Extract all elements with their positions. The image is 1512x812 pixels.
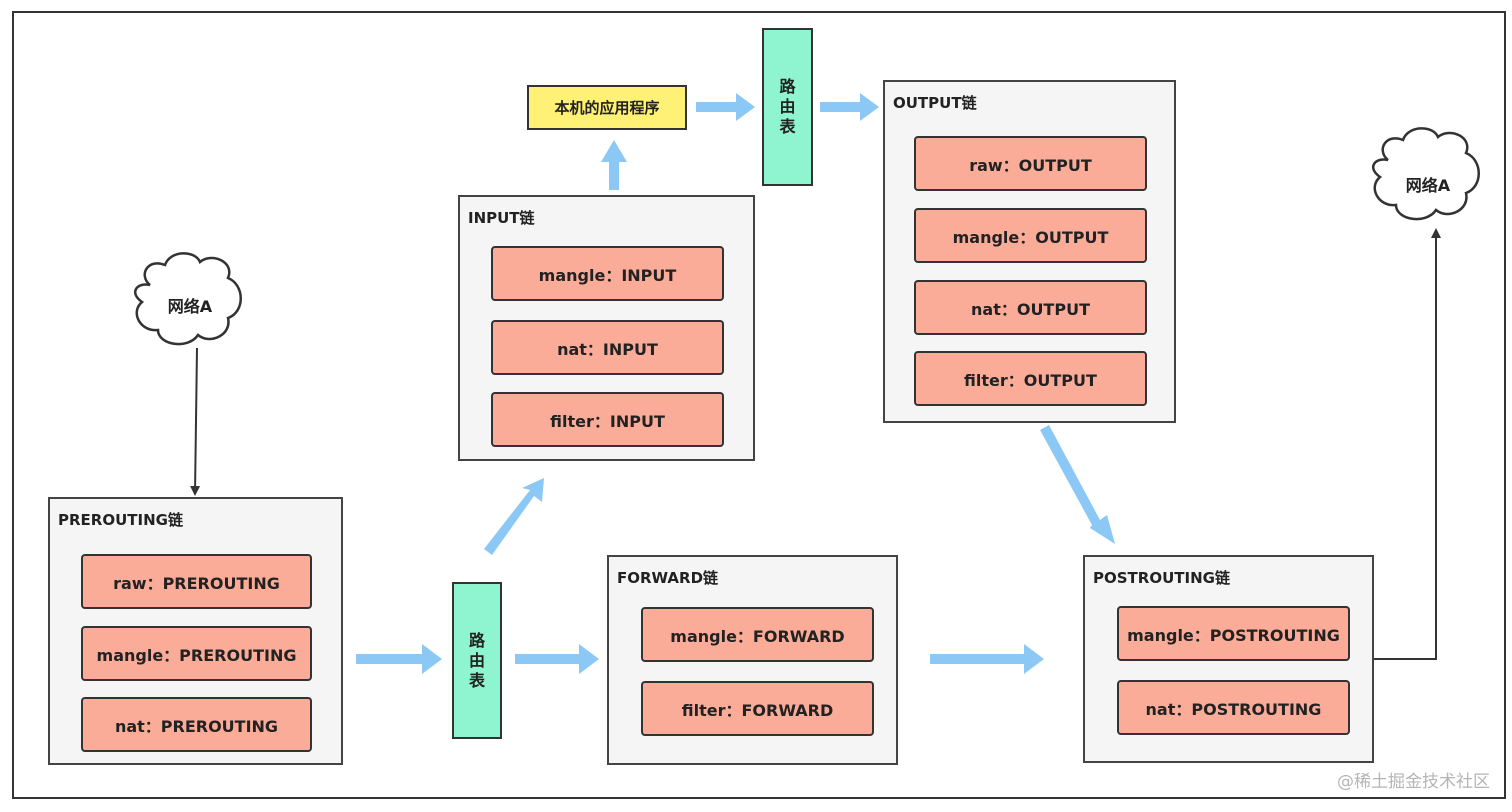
network-out-label: 网络A (1405, 176, 1451, 195)
cloud-icon-in (133, 252, 242, 346)
table-raw-output: raw：OUTPUT (914, 136, 1147, 191)
route-char: 由 (468, 650, 485, 670)
arrow-output-to-postrouting (1040, 425, 1115, 544)
route-char: 表 (779, 117, 796, 136)
arrow-app-to-route (696, 93, 755, 121)
chain-title: INPUT链 (468, 209, 535, 227)
table-filter-output: filter：OUTPUT (914, 351, 1147, 406)
routing-table-top: 路 由 表 (762, 28, 813, 186)
cloud-icon-out (1371, 127, 1480, 221)
prerouting-chain: PREROUTING链 raw：PREROUTING mangle：PREROU… (48, 497, 343, 765)
input-chain: INPUT链 mangle：INPUT nat：INPUT filter：INP… (458, 195, 755, 461)
chain-title: PREROUTING链 (58, 511, 183, 529)
arrow-route-to-input (484, 478, 544, 555)
arrow-postrouting-to-network (1374, 228, 1441, 660)
table-filter-forward: filter：FORWARD (641, 681, 874, 736)
table-mangle-forward: mangle：FORWARD (641, 607, 874, 662)
routing-table-bottom: 路 由 表 (452, 582, 502, 739)
arrow-input-to-app (601, 140, 627, 190)
route-char: 由 (779, 97, 796, 116)
table-nat-input: nat：INPUT (491, 320, 724, 375)
chain-title: POSTROUTING链 (1093, 569, 1230, 587)
table-mangle-output: mangle：OUTPUT (914, 208, 1147, 263)
watermark: @稀土掘金技术社区 (1337, 772, 1490, 792)
arrow-route-to-forward (515, 644, 599, 674)
table-nat-output: nat：OUTPUT (914, 280, 1147, 335)
route-char: 表 (468, 670, 485, 690)
forward-chain: FORWARD链 mangle：FORWARD filter：FORWARD (607, 555, 898, 765)
flow-arrows (356, 93, 1115, 674)
table-mangle-postrouting: mangle：POSTROUTING (1117, 606, 1350, 661)
arrow-network-to-prerouting (190, 347, 201, 496)
arrow-route-to-output (820, 93, 879, 121)
network-in-label: 网络A (167, 297, 213, 316)
local-application-box: 本机的应用程序 (527, 85, 687, 130)
table-nat-prerouting: nat：PREROUTING (81, 697, 312, 752)
table-nat-postrouting: nat：POSTROUTING (1117, 680, 1350, 735)
table-filter-input: filter：INPUT (491, 392, 724, 447)
chain-title: OUTPUT链 (893, 94, 977, 112)
table-mangle-prerouting: mangle：PREROUTING (81, 626, 312, 681)
output-chain: OUTPUT链 raw：OUTPUT mangle：OUTPUT nat：OUT… (883, 80, 1176, 423)
diagram-frame (12, 11, 1506, 799)
arrow-prerouting-to-route (356, 644, 442, 674)
table-mangle-input: mangle：INPUT (491, 246, 724, 301)
table-raw-prerouting: raw：PREROUTING (81, 554, 312, 609)
postrouting-chain: POSTROUTING链 mangle：POSTROUTING nat：POST… (1083, 555, 1374, 763)
chain-title: FORWARD链 (617, 569, 719, 587)
route-char: 路 (468, 630, 485, 650)
route-char: 路 (779, 77, 796, 96)
arrow-forward-to-postrouting (930, 644, 1044, 674)
